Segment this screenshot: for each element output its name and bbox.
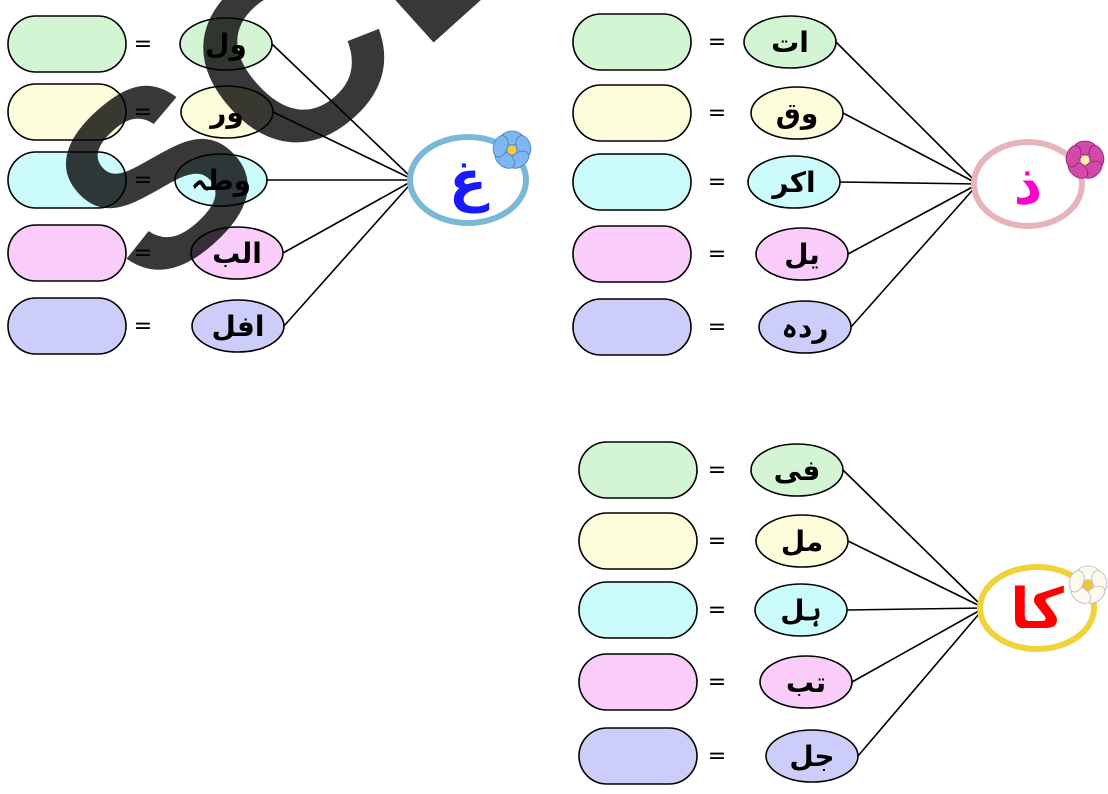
fragment-bubble xyxy=(750,86,844,140)
group-zaal: = ات = وق = اکر = یل = ردہ ذ xyxy=(572,13,1105,356)
equals-sign: = xyxy=(134,32,152,57)
fragment-bubble xyxy=(755,514,849,568)
answer-box[interactable] xyxy=(578,512,698,570)
answer-box[interactable] xyxy=(7,151,127,209)
fragment-text: وطہ xyxy=(191,164,251,197)
connector-line xyxy=(271,43,415,181)
connector-line xyxy=(850,183,979,328)
fragment-text: ہل xyxy=(780,594,821,627)
fragment-text: جل xyxy=(789,740,834,773)
answer-box[interactable] xyxy=(572,225,692,283)
group-ghain: = ول = ور = وطہ = الب = افل غ xyxy=(7,15,532,355)
fragment-text: ردہ xyxy=(782,311,829,344)
fragment-bubble xyxy=(174,153,268,207)
connector-line xyxy=(847,183,979,255)
fragment-bubble xyxy=(750,443,844,497)
connector-line xyxy=(839,181,979,185)
fragment-text: افل xyxy=(212,310,265,343)
answer-box[interactable] xyxy=(572,84,692,142)
answer-box[interactable] xyxy=(7,15,127,73)
connector-line xyxy=(847,540,985,609)
fragment-bubble xyxy=(754,583,848,637)
equals-sign: = xyxy=(708,30,726,55)
center-letter-ring xyxy=(977,564,1097,652)
equals-sign: = xyxy=(708,101,726,126)
fragment-text: وق xyxy=(776,97,818,130)
answer-box[interactable] xyxy=(578,581,698,639)
equals-sign: = xyxy=(708,670,726,695)
equals-sign: = xyxy=(708,529,726,554)
equals-sign: = xyxy=(708,242,726,267)
white-flower-icon xyxy=(1068,565,1108,604)
fragment-text: اکر xyxy=(770,166,815,199)
connector-line xyxy=(857,607,985,757)
pink-orchid-icon xyxy=(1065,140,1105,179)
equals-sign: = xyxy=(708,170,726,195)
fragment-bubble xyxy=(747,155,841,209)
group-kaaf: = فی = مل = ہل = تب = جل کا xyxy=(578,441,1108,785)
fragment-text: الب xyxy=(212,237,262,270)
equals-sign: = xyxy=(134,100,152,125)
answer-box[interactable] xyxy=(572,153,692,211)
fragment-text: یل xyxy=(784,238,820,271)
fragment-text: ور xyxy=(208,96,244,129)
center-letter: کا xyxy=(1010,577,1064,642)
fragment-bubble xyxy=(758,300,852,354)
connector-line xyxy=(846,607,985,611)
equals-sign: = xyxy=(708,598,726,623)
center-letter: غ xyxy=(449,149,490,214)
equals-sign: = xyxy=(134,168,152,193)
fragment-bubble xyxy=(743,15,837,69)
fragment-bubble xyxy=(190,226,284,280)
equals-sign: = xyxy=(708,744,726,769)
center-letter: ذ xyxy=(1014,153,1043,218)
fragment-bubble xyxy=(180,85,274,139)
fragment-text: تب xyxy=(786,666,826,699)
answer-box[interactable] xyxy=(578,727,698,785)
fragment-bubble xyxy=(191,299,285,353)
blue-flower-icon xyxy=(492,130,532,169)
equals-sign: = xyxy=(708,458,726,483)
answer-box[interactable] xyxy=(7,83,127,141)
connector-line xyxy=(842,469,985,609)
fragment-text: فی xyxy=(774,454,821,487)
fragment-bubble xyxy=(765,729,859,783)
fragment-bubble xyxy=(759,655,853,709)
connector-line xyxy=(835,41,979,185)
answer-box[interactable] xyxy=(578,653,698,711)
answer-box[interactable] xyxy=(7,224,127,282)
connector-line xyxy=(283,179,415,327)
answer-box[interactable] xyxy=(572,298,692,356)
fragment-bubble xyxy=(179,17,273,71)
answer-box[interactable] xyxy=(578,441,698,499)
connector-line xyxy=(272,111,415,181)
equals-sign: = xyxy=(134,241,152,266)
fragment-text: ول xyxy=(205,28,247,61)
equals-sign: = xyxy=(134,314,152,339)
connector-line xyxy=(842,112,979,185)
answer-box[interactable] xyxy=(7,297,127,355)
connector-line xyxy=(282,179,415,254)
center-letter-ring xyxy=(971,139,1085,229)
fragment-bubble xyxy=(755,227,849,281)
fragment-text: مل xyxy=(781,525,823,558)
connector-line xyxy=(851,607,985,683)
fragment-text: ات xyxy=(771,26,809,59)
equals-sign: = xyxy=(708,315,726,340)
answer-box[interactable] xyxy=(572,13,692,71)
